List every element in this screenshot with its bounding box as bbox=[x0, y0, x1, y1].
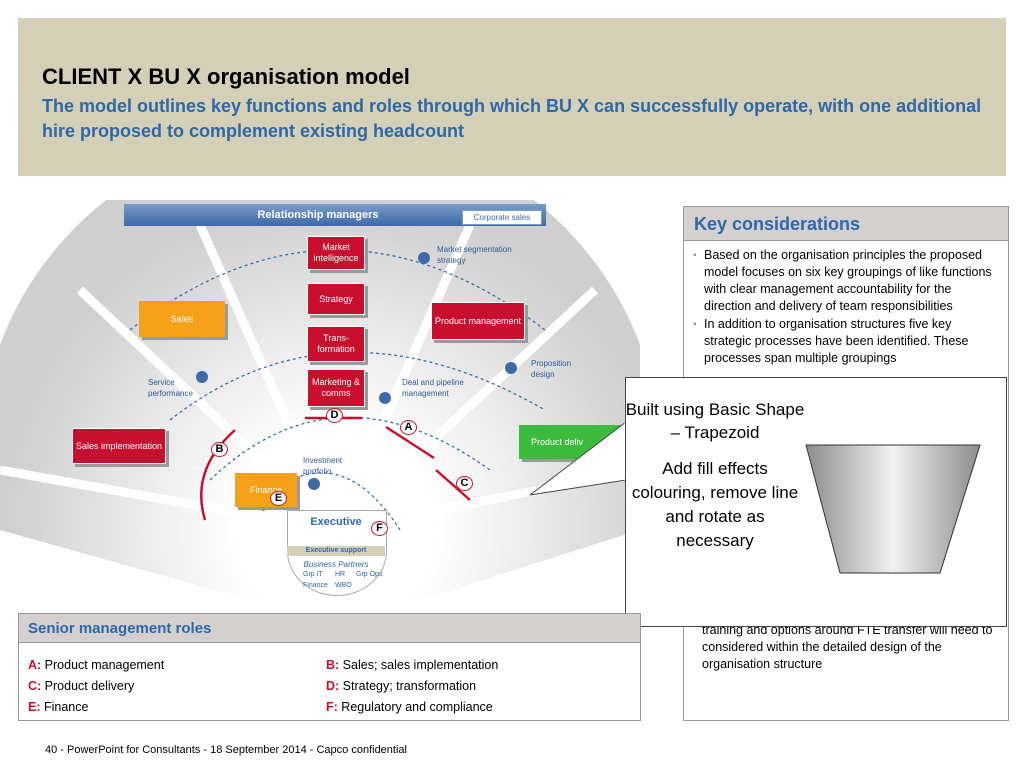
role-f: F: Regulatory and compliance bbox=[326, 700, 493, 714]
executive-support-label: Executive support bbox=[287, 546, 385, 556]
investment-portfolio-label: Investment portfolio bbox=[303, 456, 343, 476]
role-e: E: Finance bbox=[28, 700, 89, 714]
senior-management-title: Senior management roles bbox=[28, 620, 212, 637]
sales-implementation-box: Sales implementation bbox=[72, 428, 166, 464]
process-node-investment bbox=[308, 478, 320, 490]
market-segmentation-label: Market segmentation strategy bbox=[437, 245, 512, 265]
process-arc-outer bbox=[129, 249, 546, 331]
key-considerations-body: Based on the organisation principles the… bbox=[693, 247, 998, 368]
business-partners-label: Business Partners bbox=[303, 560, 369, 569]
arrow-b bbox=[200, 429, 236, 521]
callout-pointer bbox=[529, 420, 628, 496]
marketing-comms-box: Marketing & comms bbox=[307, 369, 365, 407]
letter-d-marker: D bbox=[326, 408, 343, 423]
process-node-proposition bbox=[505, 362, 517, 374]
strategy-box: Strategy bbox=[307, 283, 365, 315]
page-subtitle: The model outlines key functions and rol… bbox=[42, 96, 982, 141]
key-consideration-bullet: In addition to organisation structures f… bbox=[693, 316, 998, 367]
relationship-managers-bar bbox=[124, 204, 546, 226]
finance-box: Finance bbox=[235, 473, 297, 507]
footer-text: 40 - PowerPoint for Consultants - 18 Sep… bbox=[45, 744, 407, 756]
header-panel bbox=[18, 18, 1006, 176]
executive-title: Executive bbox=[310, 516, 362, 528]
process-node-service-performance bbox=[196, 371, 208, 383]
partner-hr: HR bbox=[335, 571, 346, 578]
transformation-box: Trans-formation bbox=[307, 326, 365, 362]
key-considerations-header: Key considerations bbox=[684, 207, 1008, 241]
role-a: A: Product management bbox=[28, 658, 165, 672]
deal-pipeline-label: Deal and pipeline management bbox=[402, 378, 464, 398]
letter-e-marker: E bbox=[270, 491, 287, 506]
partner-grp-ops: Grp Ops bbox=[356, 571, 383, 578]
market-intelligence-box: Market intelligence bbox=[307, 236, 365, 270]
arrow-c bbox=[435, 469, 471, 501]
relationship-managers-label: Relationship managers bbox=[257, 209, 379, 221]
senior-management-header: Senior management roles bbox=[19, 614, 640, 643]
key-consideration-bullet: Based on the organisation principles the… bbox=[693, 247, 998, 315]
callout-text-heading: Built using Basic Shape – Trapezoid bbox=[625, 400, 805, 442]
sales-box: Sales bbox=[139, 301, 225, 337]
partner-wbo: WBO bbox=[335, 582, 352, 589]
process-node-deal-pipeline bbox=[379, 392, 391, 404]
trapezoid-shape bbox=[805, 444, 981, 574]
role-b: B: Sales; sales implementation bbox=[326, 658, 499, 672]
process-node-market-segmentation bbox=[418, 252, 430, 264]
page-title: CLIENT X BU X organisation model bbox=[42, 64, 410, 89]
letter-b-marker: B bbox=[211, 442, 228, 457]
product-management-box: Product management bbox=[431, 302, 525, 340]
callout-text-instructions: Add fill effects colouring, remove line … bbox=[631, 459, 799, 550]
partner-grp-it: Grp IT bbox=[303, 571, 323, 578]
letter-a-marker: A bbox=[400, 420, 417, 435]
letter-f-marker: F bbox=[371, 521, 388, 536]
arrow-a bbox=[385, 425, 435, 460]
role-c: C: Product delivery bbox=[28, 679, 135, 693]
senior-management-panel: Senior management roles A: Product manag… bbox=[18, 613, 641, 721]
letter-c-marker: C bbox=[456, 476, 473, 491]
role-d: D: Strategy; transformation bbox=[326, 679, 477, 693]
proposition-design-label: Proposition design bbox=[531, 359, 572, 379]
partner-finance: Finance bbox=[303, 582, 328, 589]
key-considerations-title: Key considerations bbox=[694, 214, 861, 234]
corporate-sales-tag: Corporate sales bbox=[462, 210, 542, 225]
service-performance-label: Service performance bbox=[148, 378, 193, 398]
